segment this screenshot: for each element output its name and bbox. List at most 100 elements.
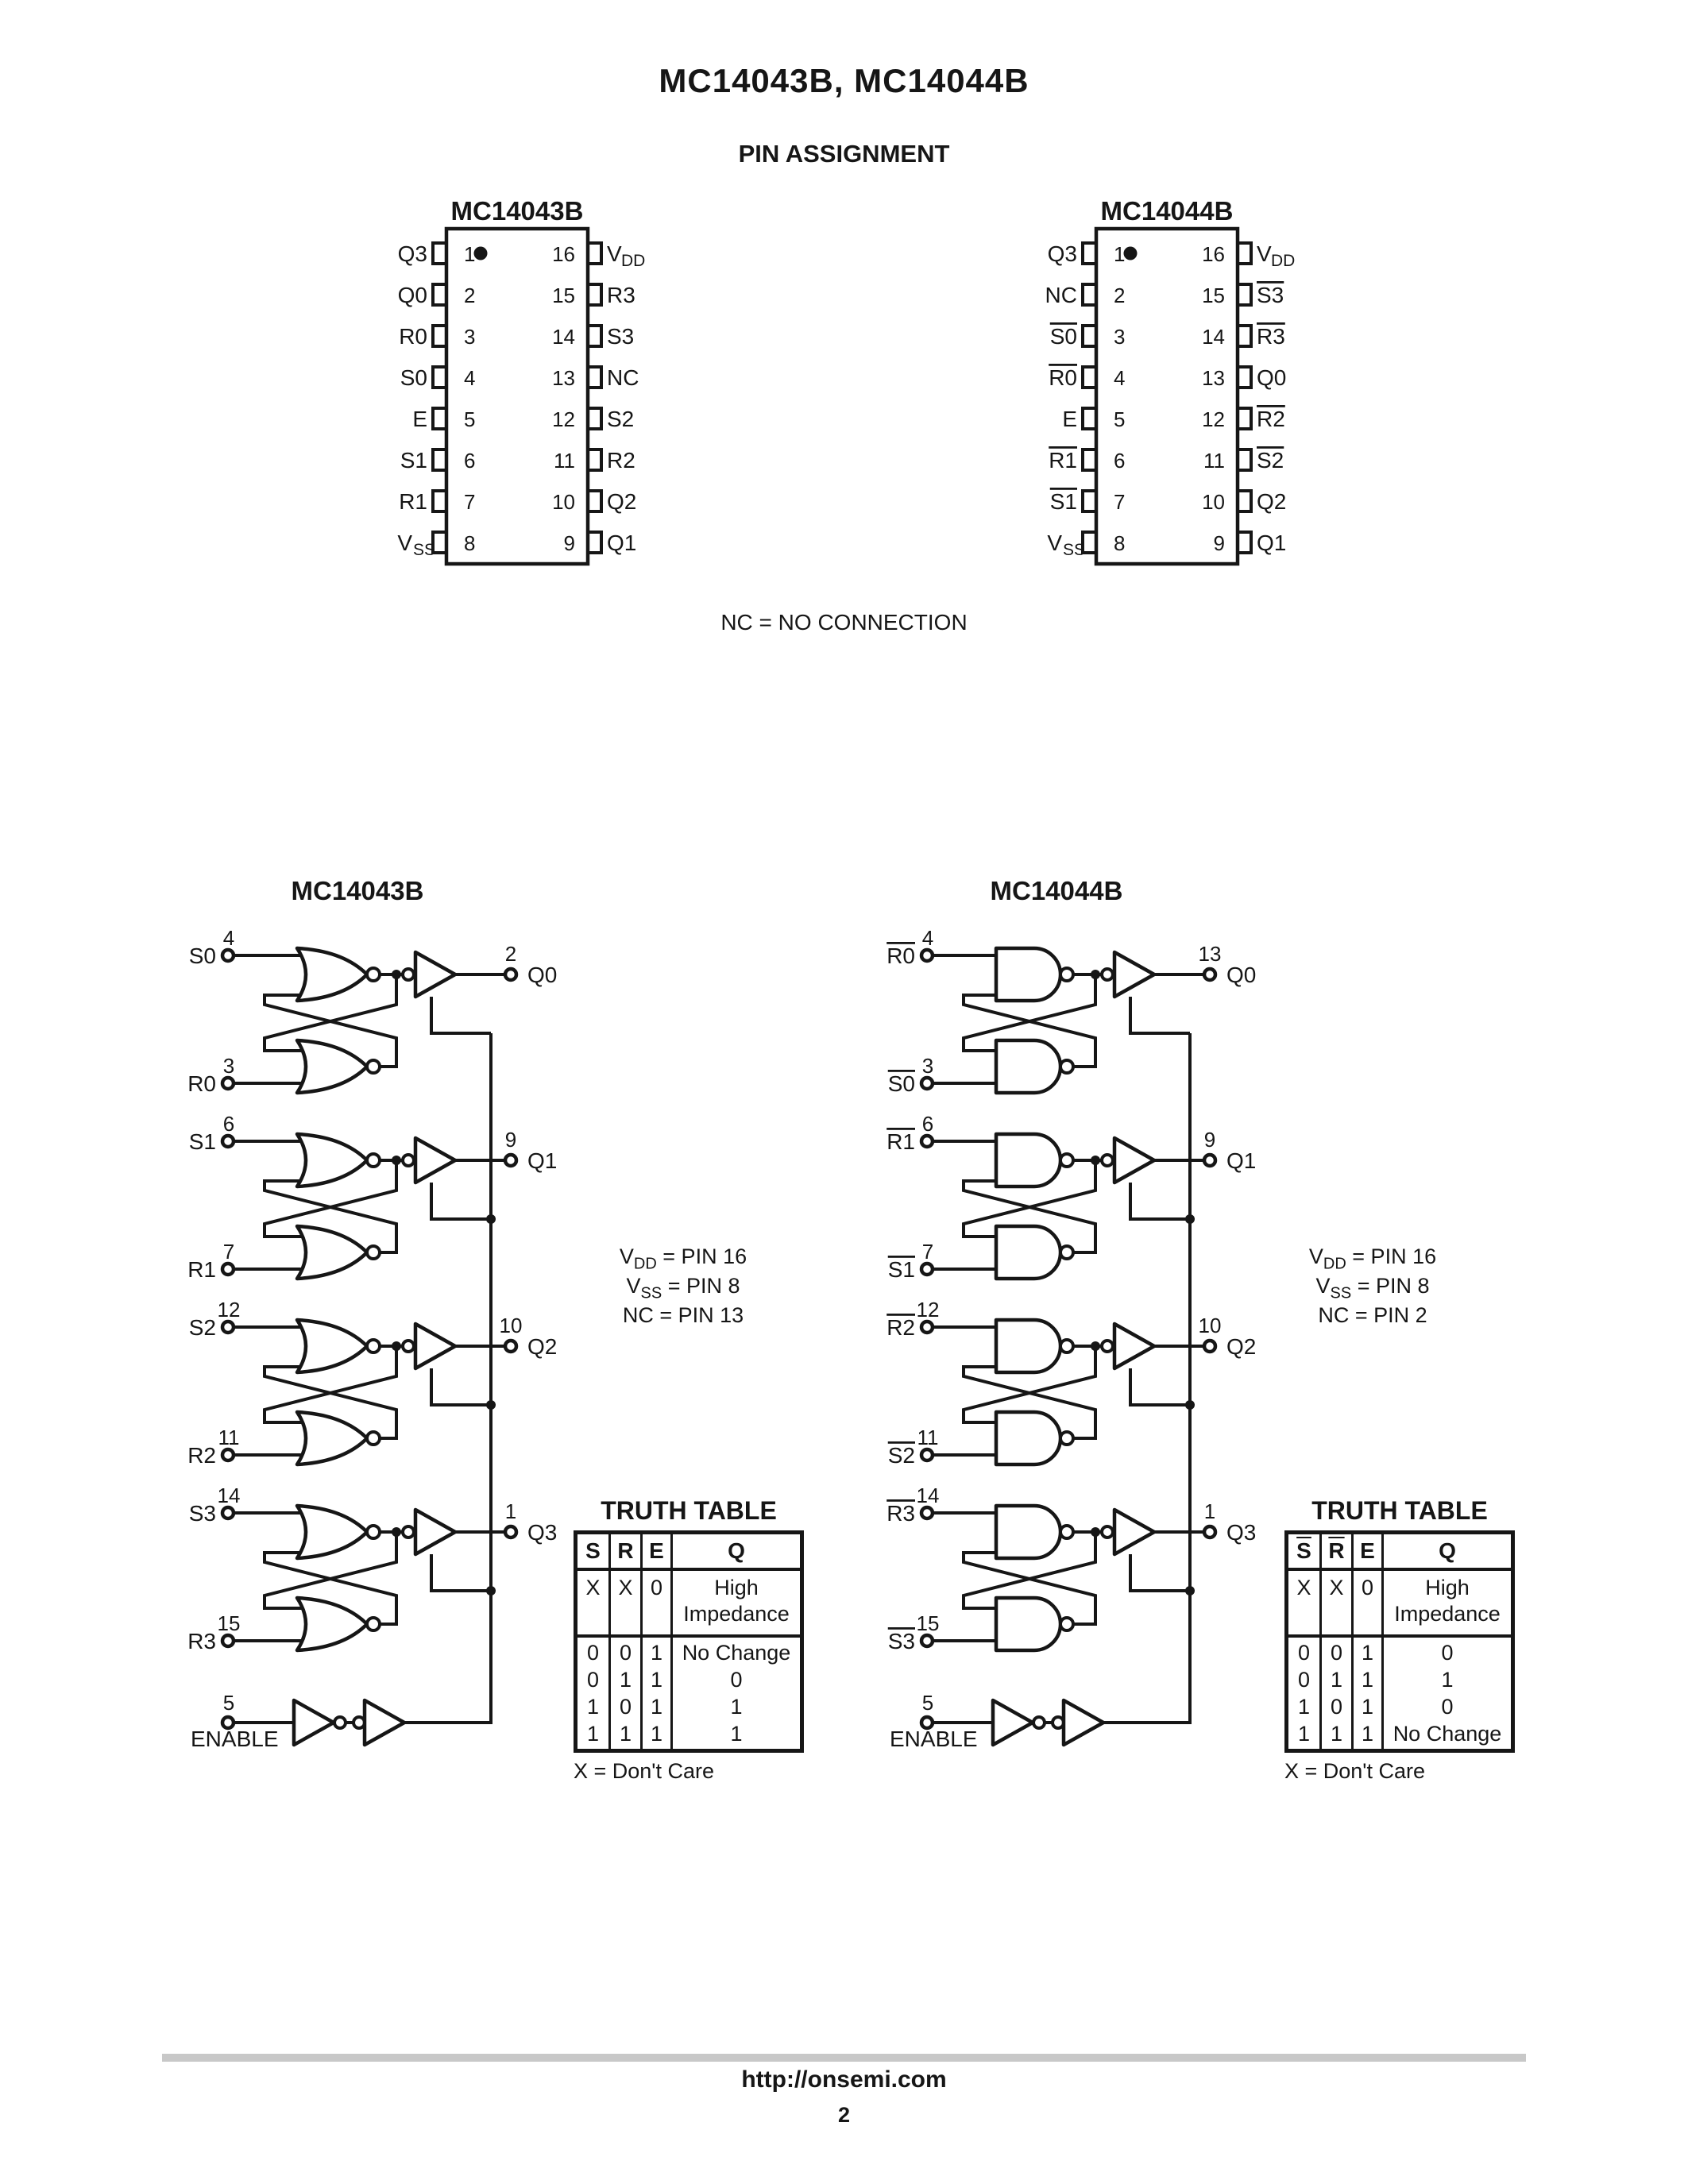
svg-text:5: 5 — [1114, 407, 1125, 431]
svg-text:S3: S3 — [1257, 283, 1284, 307]
enable-terminal — [919, 1715, 935, 1731]
svg-text:15: 15 — [1202, 284, 1225, 307]
svg-text:R3: R3 — [886, 1501, 915, 1526]
note-line: VSS = PIN 8 — [626, 1274, 740, 1302]
pin1-dot — [1123, 246, 1138, 260]
svg-text:S2: S2 — [888, 1443, 915, 1468]
latch-cell-2: 12 R2 11 S2 10 Q2 — [886, 1298, 1256, 1468]
nand-gate — [994, 1410, 1063, 1467]
latch-cell-3: 14 S3 15 R3 1 Q3 — [187, 1484, 557, 1653]
svg-text:12: 12 — [1202, 407, 1225, 431]
note-line: NC = PIN 13 — [622, 1303, 744, 1327]
svg-text:8: 8 — [464, 531, 475, 555]
nand-gate — [994, 1038, 1063, 1095]
nand-gate — [994, 1596, 1063, 1653]
svg-text:V: V — [607, 241, 622, 266]
truth-table-title: TRUTH TABLE — [601, 1496, 777, 1525]
svg-text:Q2: Q2 — [1226, 1334, 1256, 1359]
svg-text:Q2: Q2 — [607, 489, 636, 514]
latch-cell-2: 12 S2 11 R2 10 Q2 — [187, 1298, 557, 1468]
table-footnote: X = Don't Care — [1284, 1759, 1425, 1783]
table-header-row: S R E Q — [1288, 1534, 1511, 1568]
svg-text:2: 2 — [1114, 284, 1125, 307]
svg-text:S3: S3 — [189, 1501, 216, 1526]
input-terminal — [220, 947, 236, 963]
svg-text:10: 10 — [1202, 490, 1225, 514]
svg-text:R2: R2 — [886, 1315, 915, 1340]
nor-gate — [295, 1503, 369, 1561]
svg-text:2: 2 — [505, 942, 516, 966]
svg-text:16: 16 — [552, 242, 575, 266]
package-title: MC14043B — [451, 196, 584, 226]
svg-text:1: 1 — [1204, 1499, 1215, 1523]
svg-text:R2: R2 — [1257, 407, 1285, 431]
package-body — [444, 226, 590, 566]
wires — [234, 954, 505, 1085]
svg-text:Q0: Q0 — [1257, 365, 1286, 390]
enable-row: 5 ENABLE — [191, 1033, 492, 1751]
nor-gate — [295, 1596, 369, 1653]
nc-note: NC = NO CONNECTION — [720, 610, 968, 635]
nor-gate — [295, 1132, 369, 1189]
svg-text:4: 4 — [1114, 366, 1125, 390]
svg-text:DD: DD — [1271, 252, 1295, 270]
svg-text:E: E — [1062, 407, 1077, 431]
nand-gate — [994, 1503, 1063, 1561]
svg-text:Q0: Q0 — [398, 283, 427, 307]
svg-text:S1: S1 — [189, 1129, 216, 1154]
svg-text:4: 4 — [464, 366, 475, 390]
note-line: VDD = PIN 16 — [1308, 1244, 1437, 1273]
svg-text:S1: S1 — [888, 1257, 915, 1282]
svg-text:6: 6 — [1114, 449, 1125, 473]
svg-text:11: 11 — [917, 1426, 939, 1449]
svg-text:R3: R3 — [187, 1629, 216, 1653]
svg-text:9: 9 — [505, 1128, 516, 1152]
tristate-buffer — [1112, 1136, 1157, 1185]
svg-text:13: 13 — [1199, 942, 1222, 966]
nor-gate — [295, 1318, 369, 1375]
note-line: VSS = PIN 8 — [1315, 1274, 1430, 1302]
latch-cell-1: 6 S1 7 R1 9 Q1 — [187, 1112, 557, 1282]
svg-text:S0: S0 — [400, 365, 427, 390]
svg-text:2: 2 — [464, 284, 475, 307]
power-pin-notes-mc14043b: VDD = PIN 16 VSS = PIN 8 NC = PIN 13 — [620, 1242, 747, 1330]
svg-text:15: 15 — [218, 1611, 241, 1635]
diagram-title: MC14043B — [292, 876, 424, 905]
svg-text:NC: NC — [1045, 283, 1077, 307]
svg-text:Q0: Q0 — [527, 963, 557, 987]
output-terminal — [503, 967, 519, 982]
svg-text:3: 3 — [464, 325, 475, 349]
svg-text:12: 12 — [917, 1298, 940, 1322]
svg-text:7: 7 — [922, 1240, 933, 1264]
logic-diagram-mc14043b: MC14043B 4 S0 3 R0 2 Q0 — [187, 876, 557, 1751]
svg-text:6: 6 — [223, 1112, 234, 1136]
svg-text:7: 7 — [1114, 490, 1125, 514]
svg-text:8: 8 — [1114, 531, 1125, 555]
svg-text:Q0: Q0 — [1226, 963, 1256, 987]
svg-text:6: 6 — [464, 449, 475, 473]
package-mc14044b: MC14044B 1 2 3 4 5 6 7 8 16 15 14 13 12 … — [1045, 196, 1295, 566]
svg-text:3: 3 — [223, 1054, 234, 1078]
svg-text:10: 10 — [552, 490, 575, 514]
svg-text:R2: R2 — [187, 1443, 216, 1468]
svg-text:E: E — [412, 407, 427, 431]
table-footnote: X = Don't Care — [574, 1759, 714, 1783]
svg-text:7: 7 — [464, 490, 475, 514]
svg-text:S2: S2 — [189, 1315, 216, 1340]
svg-text:5: 5 — [223, 1691, 234, 1715]
svg-text:15: 15 — [917, 1611, 940, 1635]
nor-gate — [295, 1410, 369, 1467]
truth-table-title: TRUTH TABLE — [1311, 1496, 1488, 1525]
pin1-dot — [473, 246, 488, 260]
nor-gate — [295, 1224, 369, 1281]
svg-text:R1: R1 — [886, 1129, 915, 1154]
footer-divider-bar — [162, 2054, 1526, 2062]
table-header-row: S R E Q — [577, 1534, 800, 1568]
svg-text:R2: R2 — [607, 448, 635, 473]
tristate-buffer — [413, 1507, 458, 1557]
svg-text:11: 11 — [1203, 449, 1225, 473]
